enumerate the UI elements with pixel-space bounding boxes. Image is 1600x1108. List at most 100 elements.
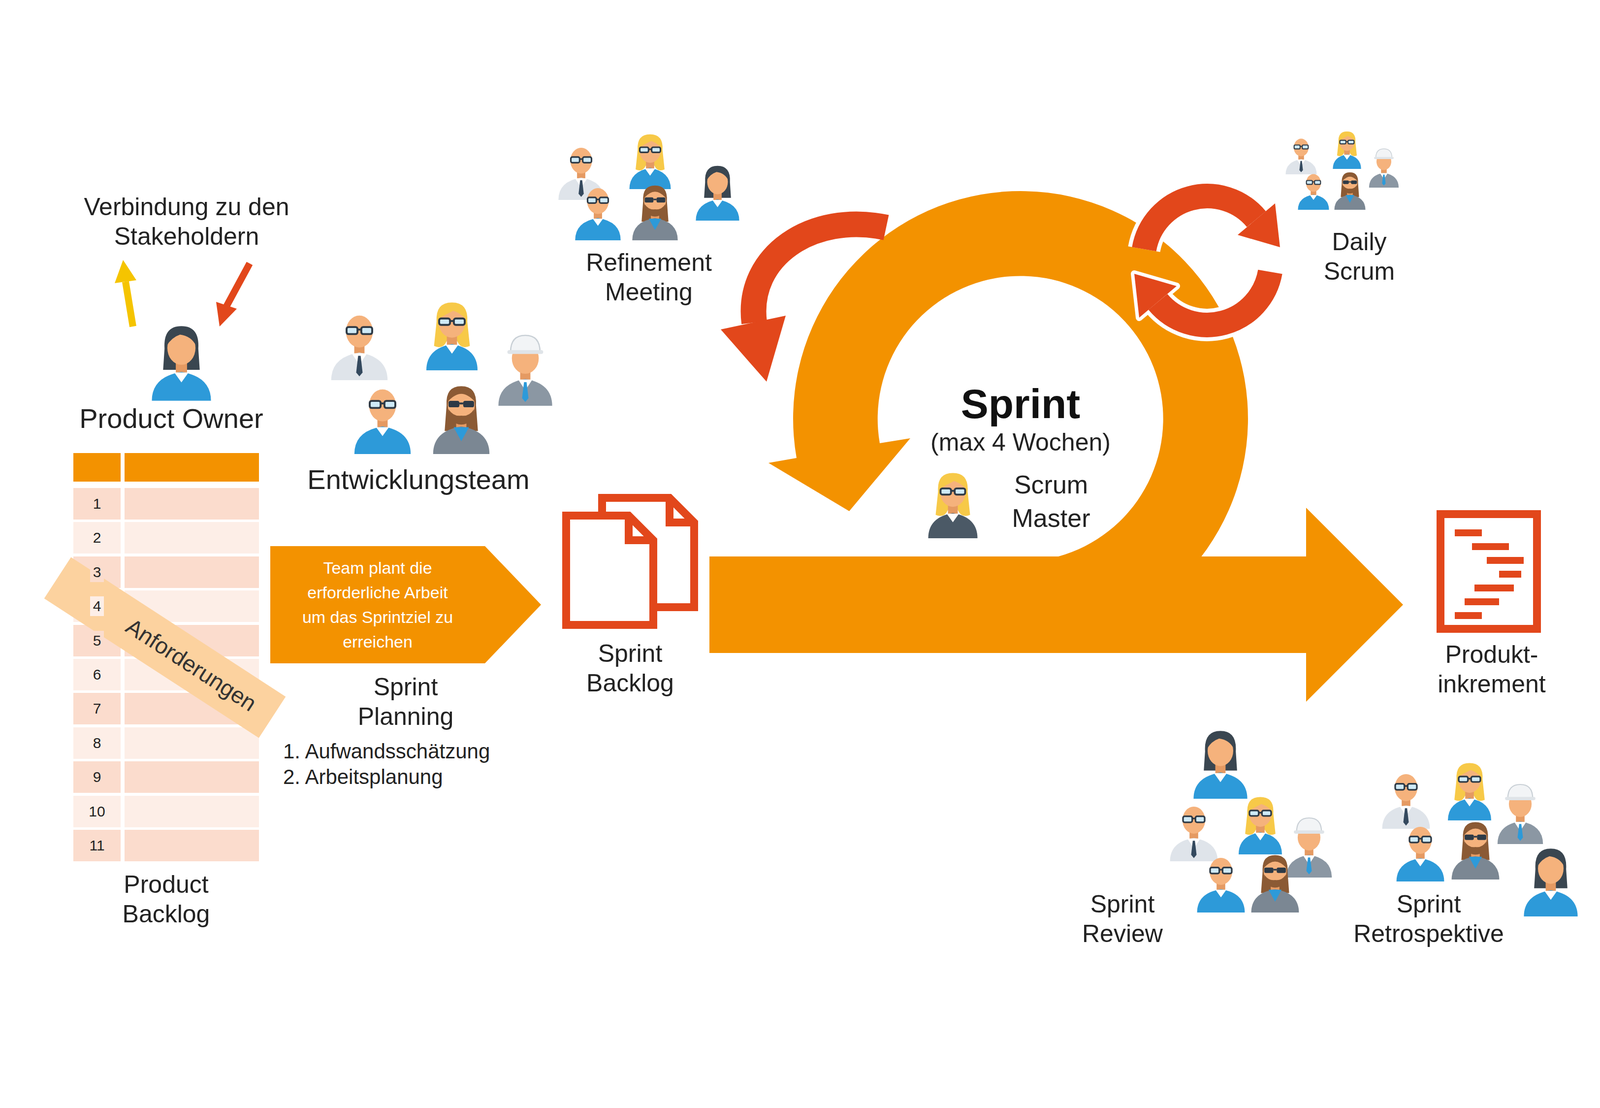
retro-member — [1396, 826, 1445, 882]
cycle-title: Sprint — [960, 380, 1081, 428]
review-member — [1193, 730, 1248, 799]
daily-member — [1369, 148, 1399, 188]
team-member — [433, 385, 490, 454]
label-holder: 9 — [73, 761, 121, 793]
label-holder: 3 — [73, 556, 121, 588]
event-node: Daily Scrum — [1285, 128, 1434, 287]
pentagon-fill — [270, 545, 542, 664]
team-member — [354, 389, 411, 454]
label-holder: 2. Arbeitsplanung — [283, 764, 540, 790]
label-holder: 10 — [73, 795, 121, 828]
down-arrow-head — [216, 301, 237, 327]
daily-icons — [1285, 131, 1399, 210]
cycle-subtitle: (max 4 Wochen) — [930, 427, 1111, 457]
shape-text: Team plant die erforderliche Arbeit um d… — [300, 555, 455, 654]
review-member — [1170, 806, 1218, 862]
meeting-member — [575, 188, 621, 241]
review-member — [1286, 817, 1332, 878]
retro-member — [1447, 762, 1492, 821]
artifact-node: Produkt- inkrement — [1427, 502, 1556, 699]
daily-cycle-arrows — [1134, 195, 1280, 325]
daily-member — [1334, 172, 1366, 210]
pentagon-shape: Team plant die erforderliche Arbeit um d… — [270, 545, 542, 664]
label-holder: 8 — [73, 727, 121, 759]
review-member — [1251, 854, 1300, 913]
node-label: Produkt- inkrement — [1427, 639, 1556, 699]
list-item: 2. Arbeitsplanung — [283, 764, 444, 790]
row-number: 9 — [90, 767, 105, 787]
retro-member — [1523, 848, 1578, 917]
role-node: Scrum Master — [920, 460, 1128, 542]
retro-member — [1382, 773, 1431, 829]
curved-arrow-head — [720, 315, 786, 382]
node-label: Sprint Retrospektive — [1332, 889, 1525, 949]
event-node: Sprint Review — [1058, 718, 1325, 949]
review-member — [1197, 857, 1246, 913]
sprint-flow-arrow — [709, 507, 1404, 702]
refinement-icons — [558, 134, 739, 241]
role-label: Scrum Master — [984, 467, 1118, 535]
row-number: 8 — [90, 733, 105, 753]
node-label: Product Backlog — [104, 869, 228, 929]
row-number: 2 — [90, 527, 105, 548]
label-holder: 1 — [73, 487, 121, 520]
product-owner-icon — [151, 325, 211, 401]
team-member — [498, 335, 552, 406]
daily-member — [1285, 138, 1317, 175]
row-number: 10 — [85, 801, 108, 822]
team-member — [426, 302, 478, 371]
meeting-member — [632, 185, 678, 241]
increment-icon — [1440, 513, 1537, 629]
planning-arrow: Team plant die erforderliche Arbeit um d… — [270, 545, 542, 732]
label-holder: 5 — [73, 624, 121, 657]
row-number: 6 — [90, 664, 105, 685]
label-holder: 11 — [73, 829, 121, 862]
stakeholder-arrows — [114, 259, 250, 327]
label-holder: 7 — [73, 692, 121, 725]
up-arrow-shaft — [125, 281, 133, 327]
artifact-node: Sprint Backlog — [556, 492, 704, 698]
retro-member — [1497, 784, 1543, 844]
row-number: 1 — [90, 493, 105, 514]
row-number: 4 — [90, 596, 105, 616]
row-number: 3 — [90, 562, 105, 582]
row-number: 5 — [90, 630, 105, 651]
node-label: Sprint Backlog — [556, 638, 704, 698]
event-node: Sprint Retrospektive — [1332, 718, 1565, 949]
review-member — [1238, 796, 1282, 855]
team-member — [331, 315, 388, 381]
node-label: Refinement Meeting — [550, 247, 748, 307]
team-icons — [331, 302, 553, 454]
table-header — [124, 452, 259, 482]
team-node: Entwicklungsteam — [285, 290, 552, 496]
row-number: 11 — [86, 835, 108, 856]
daily-member — [1297, 174, 1329, 210]
retro-member — [1451, 821, 1500, 880]
node-label: Product Owner — [58, 402, 285, 435]
label-holder: 4 — [73, 590, 121, 622]
sprint-cycle: Sprint(max 4 Wochen)Scrum Master — [882, 366, 1159, 457]
label-holder: 6 — [73, 658, 121, 691]
curved-arrow-shaft — [753, 224, 887, 323]
label-holder: Verbindung zu den Stakeholdern — [58, 192, 315, 252]
list-item: 1. Aufwandsschätzung — [283, 738, 490, 765]
scrum-master-icon — [928, 473, 978, 539]
note-label: Verbindung zu den Stakeholdern — [58, 192, 315, 252]
up-arrow-head — [114, 259, 137, 284]
shape-heading: Sprint Planning — [331, 672, 480, 732]
review-icons — [1170, 730, 1333, 913]
role-node: Product Owner — [58, 315, 285, 435]
daily-member — [1332, 131, 1361, 169]
label-holder: 2 — [73, 521, 121, 554]
event-node: Refinement Meeting — [550, 128, 748, 307]
down-arrow-shaft — [226, 263, 250, 307]
meeting-member — [629, 134, 672, 190]
table-header — [73, 452, 121, 482]
node-label: Daily Scrum — [1305, 226, 1414, 287]
node-label: Entwicklungsteam — [285, 463, 552, 496]
meeting-member — [695, 165, 739, 221]
row-number: 7 — [90, 698, 105, 719]
node-label: Sprint Review — [1058, 889, 1187, 949]
sprint-backlog-icon — [566, 497, 695, 625]
